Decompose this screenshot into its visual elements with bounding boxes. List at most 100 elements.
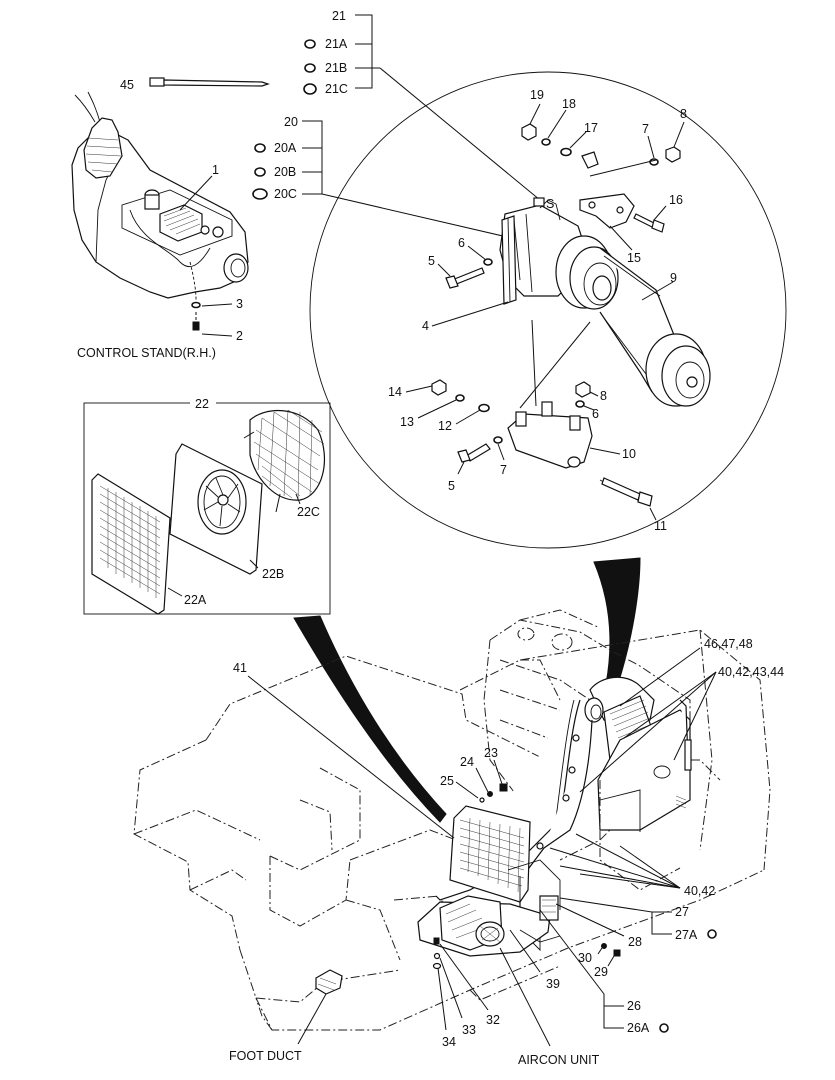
callout-7a: 7 <box>642 122 649 136</box>
callout-9: 9 <box>670 271 677 285</box>
washer-7a-icon <box>649 158 659 166</box>
washer-12-icon <box>478 403 490 413</box>
washer-3-icon <box>191 301 201 309</box>
callout-26: 26 <box>627 999 641 1013</box>
callout-22A: 22A <box>184 593 207 607</box>
washer-18-icon <box>541 138 551 146</box>
cap-20C-icon <box>252 188 268 200</box>
callout-23: 23 <box>484 746 498 760</box>
bolt-5a-icon <box>445 275 459 289</box>
washer-20B-icon <box>254 167 266 177</box>
caption-control-stand: CONTROL STAND(R.H.) <box>77 346 216 360</box>
part-20-group: 20 20A 20B 20C <box>252 115 521 241</box>
callout-20B: 20B <box>274 165 296 179</box>
control-stand-illustration <box>71 91 249 331</box>
callout-25: 25 <box>440 774 454 788</box>
fan-grille-22C-icon <box>249 409 326 501</box>
callout-7b: 7 <box>500 463 507 477</box>
callout-1: 1 <box>212 163 219 177</box>
drive-belt-9-icon <box>599 247 677 393</box>
callout-14: 14 <box>388 385 402 399</box>
aircon-unit-illustration <box>417 859 561 957</box>
callout-10: 10 <box>622 447 636 461</box>
callout-17: 17 <box>584 121 598 135</box>
callout-22C: 22C <box>297 505 320 519</box>
callout-41: 41 <box>233 661 247 675</box>
cable-tie-45: 45 <box>120 77 270 92</box>
callout-19: 19 <box>530 88 544 102</box>
callout-11: 11 <box>654 519 667 533</box>
compressor-assembly: 19 18 17 7 8 15 16 S <box>388 88 711 533</box>
washer-6a-icon <box>483 258 493 266</box>
washer-21B-icon <box>304 63 316 73</box>
callout-22B: 22B <box>262 567 284 581</box>
bracket-15-icon <box>579 193 635 229</box>
part-21-group: 21 21A 21B 21C <box>303 9 541 201</box>
callout-22-front: 22 <box>195 397 209 411</box>
screw-32-icon <box>433 937 440 945</box>
callout-20A: 20A <box>274 141 297 155</box>
callout-8b: 8 <box>600 389 607 403</box>
hardware-23-24-25: 23 24 25 <box>440 746 508 803</box>
nut-8a-icon <box>665 146 681 163</box>
callout-3: 3 <box>236 297 243 311</box>
washer-6b-icon <box>575 400 585 408</box>
callout-21B: 21B <box>325 61 347 75</box>
callout-27: 27 <box>675 905 689 919</box>
condenser-pointer-wedge <box>293 615 447 823</box>
condenser-box: 22 22 22C 22B 22A <box>83 396 331 615</box>
callout-S: S <box>546 197 554 211</box>
callout-32: 32 <box>486 1013 500 1027</box>
callout-34: 34 <box>442 1035 456 1049</box>
callout-24: 24 <box>460 755 474 769</box>
washer-13-icon <box>455 394 465 402</box>
cable-tie-head-icon <box>149 77 165 87</box>
callout-2: 2 <box>236 329 243 343</box>
callout-5a: 5 <box>428 254 435 268</box>
callout-18: 18 <box>562 97 576 111</box>
callout-39: 39 <box>546 977 560 991</box>
washer-33-icon <box>433 952 441 960</box>
bolt-11-icon <box>637 491 653 507</box>
cap-21C-icon <box>303 83 317 95</box>
compressor-detail-circle <box>309 71 787 549</box>
callout-27A: 27A <box>675 928 698 942</box>
callout-40-42: 40,42 <box>684 884 715 898</box>
callout-21C: 21C <box>325 82 348 96</box>
callout-8a: 8 <box>680 107 687 121</box>
callout-30: 30 <box>578 951 592 965</box>
callout-46-47-48: 46,47,48 <box>704 637 753 651</box>
bolt-5b-icon <box>457 449 471 463</box>
callout-20C: 20C <box>274 187 297 201</box>
callout-45: 45 <box>120 78 134 92</box>
callout-33: 33 <box>462 1023 476 1037</box>
washer-24-icon <box>487 791 493 797</box>
washer-30-icon <box>601 943 607 949</box>
caption-aircon-unit: AIRCON UNIT <box>518 1053 600 1067</box>
callout-16: 16 <box>669 193 683 207</box>
callout-28: 28 <box>628 935 642 949</box>
engine-illustration <box>483 609 692 891</box>
washer-21A-icon <box>304 39 316 49</box>
washer-20A-icon <box>254 143 266 153</box>
callout-26A: 26A <box>627 1021 650 1035</box>
callout-21A: 21A <box>325 37 348 51</box>
washer-17-icon <box>560 147 572 157</box>
washer-27A-icon <box>707 929 717 939</box>
washer-26A-icon <box>659 1023 669 1033</box>
nut-19-icon <box>521 123 537 141</box>
callout-5b: 5 <box>448 479 455 493</box>
screw-29-icon <box>613 949 621 957</box>
nut-8b-icon <box>575 381 591 398</box>
callout-4: 4 <box>422 319 429 333</box>
washer-34-icon <box>432 962 442 970</box>
callout-6b: 6 <box>592 407 599 421</box>
callout-20: 20 <box>284 115 298 129</box>
washer-7b-icon <box>493 436 503 444</box>
caption-foot-duct: FOOT DUCT <box>229 1049 302 1063</box>
foot-duct-illustration <box>315 969 343 995</box>
screw-23-icon <box>499 783 508 792</box>
bolt-16-icon <box>651 219 665 233</box>
callout-6a: 6 <box>458 236 465 250</box>
